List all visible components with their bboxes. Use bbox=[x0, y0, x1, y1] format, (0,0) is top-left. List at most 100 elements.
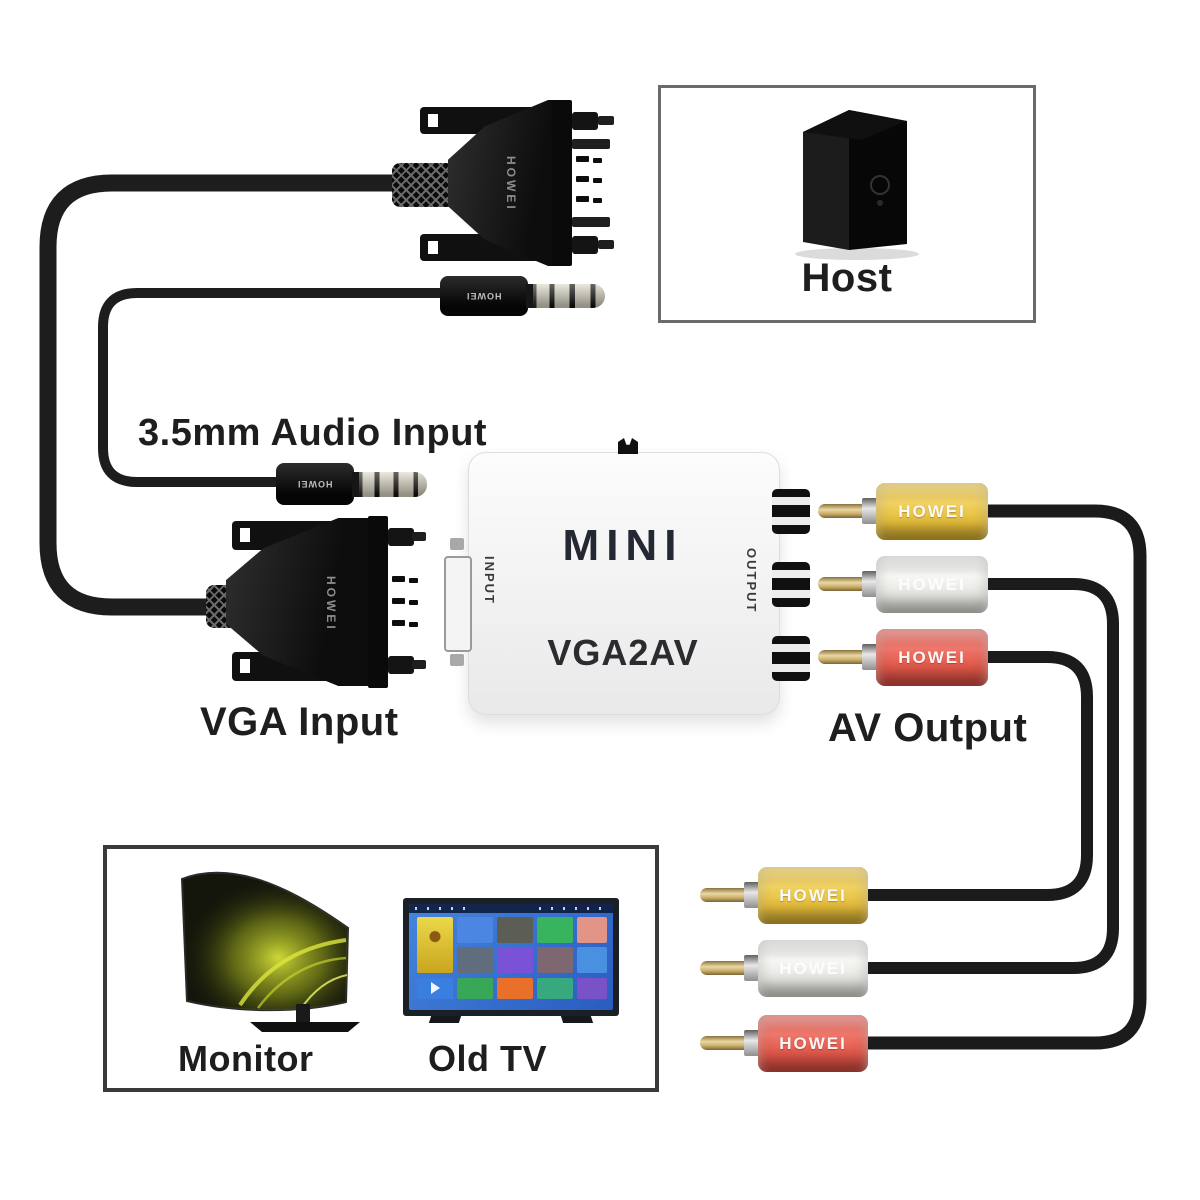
tv-status-icons-right bbox=[539, 907, 609, 910]
tv-tile bbox=[497, 947, 533, 973]
tv-graphic bbox=[403, 898, 619, 1016]
av-output-label: AV Output bbox=[828, 706, 1028, 750]
vga-cable-loop bbox=[39, 174, 400, 616]
vga-input-faceplate bbox=[368, 516, 388, 688]
tv-tile bbox=[457, 978, 493, 999]
vga-top-pin bbox=[593, 198, 602, 203]
vga-top-brand-label: HOWEI bbox=[504, 156, 518, 212]
converter-rca-jack-audio-right bbox=[772, 636, 810, 681]
vga-input-label: VGA Input bbox=[200, 700, 399, 744]
converter-input-port-label: INPUT bbox=[482, 556, 497, 605]
rca-plug-brand: HOWEI bbox=[779, 885, 847, 905]
host-box: Host bbox=[658, 85, 1036, 323]
tv-tile bbox=[417, 917, 453, 973]
vga-top-screw-barrel-lower bbox=[572, 217, 610, 227]
rca-plug-brand: HOWEI bbox=[898, 647, 966, 667]
audio-input-label: 3.5mm Audio Input bbox=[138, 412, 488, 454]
vga-top-pin bbox=[576, 156, 589, 162]
audio-cable-loop bbox=[98, 288, 452, 487]
rca-plug-red-far-pin bbox=[700, 1036, 748, 1050]
rca-plug-brand: HOWEI bbox=[898, 501, 966, 521]
converter-output-port-label: OUTPUT bbox=[744, 548, 759, 614]
vga-top-screw-lower bbox=[572, 236, 598, 254]
vga-input-screw-lower bbox=[388, 656, 414, 674]
tv-tile bbox=[497, 978, 533, 999]
converter-vga-port bbox=[444, 556, 472, 652]
rca-plug-yellow-far-collar bbox=[744, 882, 760, 908]
converter-model: VGA2AV bbox=[547, 632, 699, 673]
vga-input-pin bbox=[392, 598, 405, 604]
rca-plug-white-near: HOWEI bbox=[876, 556, 988, 613]
audio-jack-lower: HOWEI bbox=[276, 463, 354, 505]
tv-foot-left bbox=[428, 1016, 462, 1023]
converter-box bbox=[468, 452, 780, 715]
converter-logo: MINI bbox=[562, 521, 684, 570]
vga-top-pin bbox=[593, 158, 602, 163]
rca-plug-white-near-pin bbox=[818, 577, 866, 591]
old-tv-label: Old TV bbox=[428, 1038, 547, 1079]
vga-top-pin bbox=[593, 178, 602, 183]
vga-input-wing-notch-lower bbox=[240, 659, 250, 673]
vga-input-screw-shaft-lower bbox=[412, 660, 426, 669]
vga-input-pin bbox=[409, 622, 418, 627]
tv-tile bbox=[537, 978, 573, 999]
rca-plug-brand: HOWEI bbox=[898, 574, 966, 594]
vga-input-screw-upper bbox=[388, 528, 414, 546]
monitor-label: Monitor bbox=[178, 1038, 314, 1079]
tv-tile bbox=[417, 978, 453, 999]
vga-input-screw-shaft-upper bbox=[412, 532, 426, 541]
tv-tile bbox=[537, 917, 573, 943]
rca-plug-brand: HOWEI bbox=[779, 958, 847, 978]
host-label: Host bbox=[801, 256, 893, 300]
vga-top-wing-notch-lower bbox=[428, 241, 438, 254]
tv-tile bbox=[577, 917, 607, 943]
tv-tile bbox=[497, 917, 533, 943]
rca-plug-yellow-far: HOWEI bbox=[758, 867, 868, 924]
audio-jack-lower-brand: HOWEI bbox=[297, 479, 333, 489]
converter-vga-port-stud-upper bbox=[450, 538, 464, 550]
vga-top-wing-notch-upper bbox=[428, 114, 438, 127]
tv-screen bbox=[409, 904, 613, 1010]
tv-statusbar bbox=[409, 904, 613, 913]
vga-input-pin bbox=[409, 578, 418, 583]
rca-plug-yellow-near: HOWEI bbox=[876, 483, 988, 540]
monitor-graphic bbox=[180, 871, 360, 1032]
vga-top-pin bbox=[576, 196, 589, 202]
vga-top-pin bbox=[576, 176, 589, 182]
vga-top-screw-shaft-lower bbox=[598, 240, 614, 249]
audio-jack-lower-tip bbox=[359, 472, 427, 497]
tv-tile bbox=[577, 947, 607, 973]
converter-vga-port-stud-lower bbox=[450, 654, 464, 666]
converter-rca-jack-audio-left bbox=[772, 562, 810, 607]
rca-plug-yellow-far-pin bbox=[700, 888, 748, 902]
tv-status-icons-left bbox=[415, 907, 475, 910]
vga-input-pin bbox=[409, 600, 418, 605]
audio-jack-lower-neck bbox=[352, 472, 360, 497]
rca-plug-white-far-collar bbox=[744, 955, 760, 981]
rca-plug-yellow-near-collar bbox=[862, 498, 878, 524]
vga-input-pin bbox=[392, 620, 405, 626]
rca-plug-red-near-collar bbox=[862, 644, 878, 670]
rca-plug-red-near: HOWEI bbox=[876, 629, 988, 686]
av-cable-red-loop bbox=[862, 651, 1093, 901]
audio-jack-upper-neck bbox=[526, 284, 534, 308]
audio-jack-upper: HOWEI bbox=[440, 276, 528, 316]
audio-jack-upper-brand: HOWEI bbox=[466, 291, 502, 301]
rca-plug-yellow-near-pin bbox=[818, 504, 866, 518]
rca-plug-red-near-pin bbox=[818, 650, 866, 664]
vga-input-pin bbox=[392, 576, 405, 582]
av-cable-white-loop bbox=[862, 578, 1119, 974]
vga-input-brand-label: HOWEI bbox=[324, 576, 338, 632]
tv-tile bbox=[577, 978, 607, 999]
tv-tile bbox=[457, 947, 493, 973]
tv-tile bbox=[537, 947, 573, 973]
rca-plug-red-far-collar bbox=[744, 1030, 760, 1056]
av-cable-yellow-loop bbox=[862, 504, 1147, 1050]
vga-top-screw-shaft-upper bbox=[598, 116, 614, 125]
rca-plug-white-near-collar bbox=[862, 571, 878, 597]
rca-plug-white-far-pin bbox=[700, 961, 748, 975]
rca-plug-red-far: HOWEI bbox=[758, 1015, 868, 1072]
tv-foot-right bbox=[560, 1016, 594, 1023]
